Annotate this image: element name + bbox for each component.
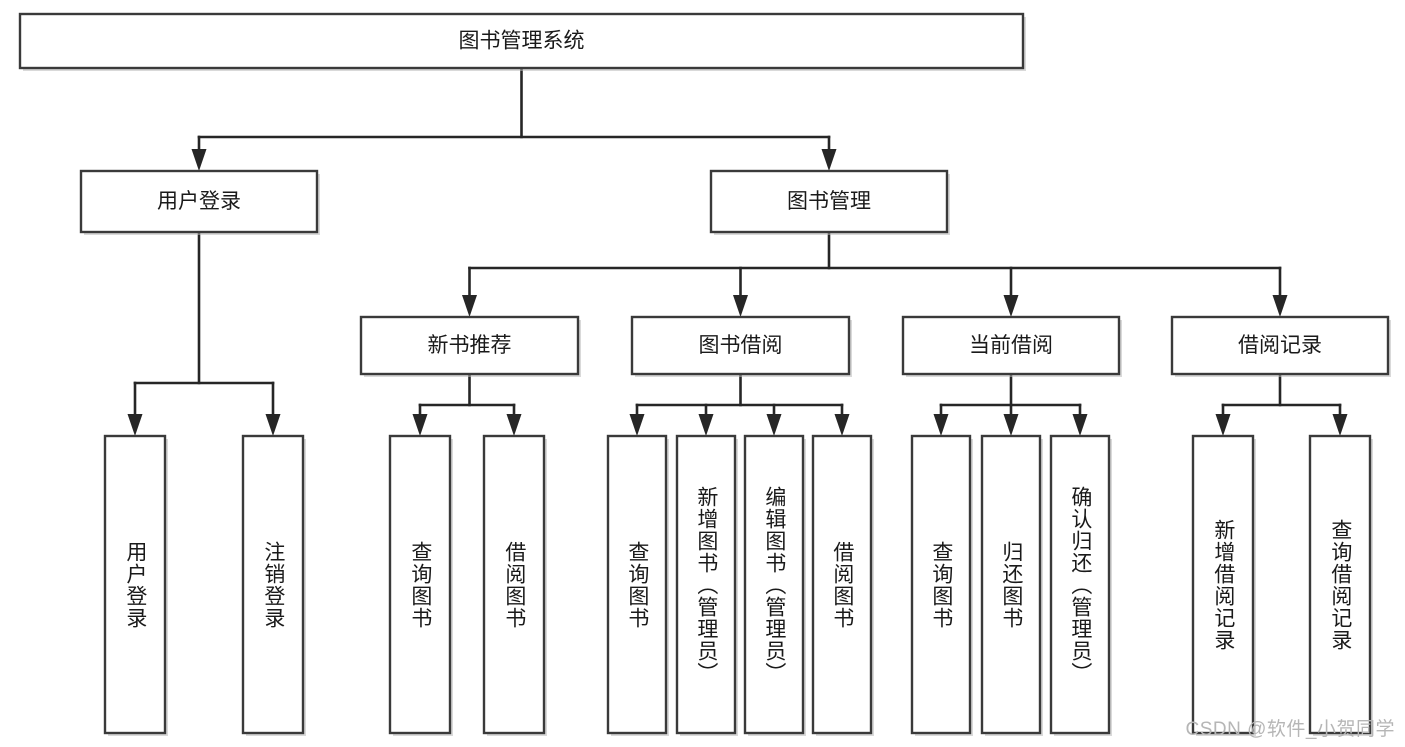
arrow-head-icon <box>1003 414 1019 436</box>
node-box-borrow-record[interactable] <box>1170 315 1390 376</box>
arrow-head-icon <box>265 414 281 436</box>
node-box-leaf-logout[interactable] <box>241 434 305 735</box>
node-box-leaf-query-book[interactable] <box>606 434 668 735</box>
node-box-layer <box>18 12 1391 736</box>
node-box-leaf-borrow-book[interactable] <box>811 434 873 735</box>
arrow-head-icon <box>462 295 477 317</box>
arrow-head-icon <box>1003 295 1019 317</box>
arrow-head-icon <box>834 414 850 436</box>
arrow-head-icon <box>191 149 207 171</box>
node-box-leaf-confirm-return[interactable] <box>1049 434 1111 735</box>
connector-layer <box>127 66 1348 436</box>
node-label-root: 图书管理系统 <box>459 30 585 53</box>
arrow-head-icon <box>629 414 645 436</box>
node-box-user-login[interactable] <box>79 169 319 234</box>
node-box-leaf-add-book[interactable] <box>675 434 737 735</box>
arrow-head-icon <box>733 295 748 317</box>
node-label-current-borrow: 当前借阅 <box>969 334 1053 357</box>
node-box-leaf-edit-book[interactable] <box>743 434 805 735</box>
arrow-head-icon <box>412 414 428 436</box>
node-box-new-book-rec[interactable] <box>359 315 580 376</box>
node-box-leaf-borrow-book-rec[interactable] <box>482 434 546 735</box>
node-label-new-book-rec: 新书推荐 <box>428 334 512 357</box>
arrow-head-icon <box>933 414 949 436</box>
watermark-credit: CSDN @软件_小贺同学 <box>1185 719 1395 740</box>
node-box-book-manage[interactable] <box>709 169 949 234</box>
node-label-borrow-record: 借阅记录 <box>1238 334 1322 357</box>
arrow-head-icon <box>1332 414 1348 436</box>
node-label-book-borrow: 图书借阅 <box>699 334 783 357</box>
arrow-head-icon <box>1272 295 1288 317</box>
node-box-book-borrow[interactable] <box>630 315 851 376</box>
arrow-head-icon <box>821 149 837 171</box>
node-box-leaf-query-book-rec[interactable] <box>388 434 452 735</box>
node-box-leaf-user-login[interactable] <box>103 434 167 735</box>
arrow-head-icon <box>698 414 714 436</box>
node-box-current-borrow[interactable] <box>901 315 1121 376</box>
arrow-head-icon <box>1072 414 1088 436</box>
node-label-user-login: 用户登录 <box>157 190 241 213</box>
arrow-head-icon <box>1215 414 1231 436</box>
node-label-book-manage: 图书管理 <box>787 190 871 213</box>
arrow-head-icon <box>127 414 143 436</box>
node-box-leaf-query-book-cur[interactable] <box>910 434 972 735</box>
node-box-leaf-query-record[interactable] <box>1308 434 1372 735</box>
node-box-leaf-return-book[interactable] <box>980 434 1042 735</box>
arrow-head-icon <box>766 414 782 436</box>
node-box-root[interactable] <box>18 12 1025 70</box>
node-box-leaf-add-record[interactable] <box>1191 434 1255 735</box>
arrow-head-icon <box>506 414 522 436</box>
